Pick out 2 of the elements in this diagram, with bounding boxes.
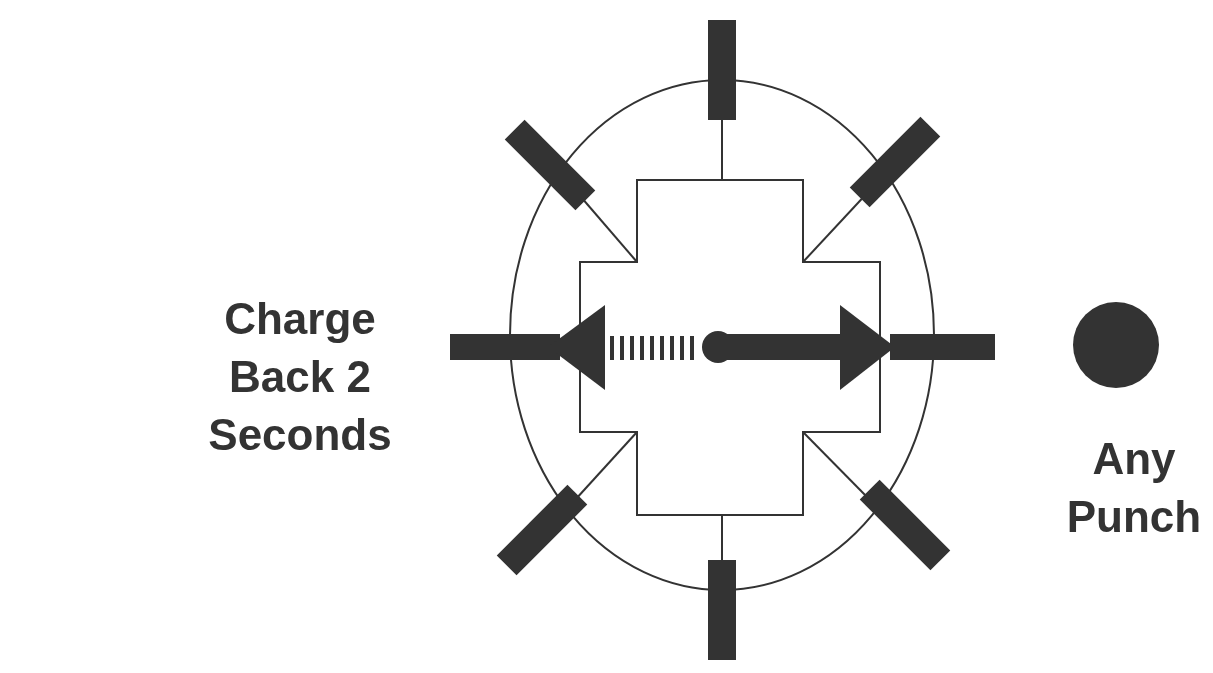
instruction-text: Charge Back 2 Seconds: [207, 293, 393, 461]
button-label: Any Punch: [1065, 433, 1203, 543]
